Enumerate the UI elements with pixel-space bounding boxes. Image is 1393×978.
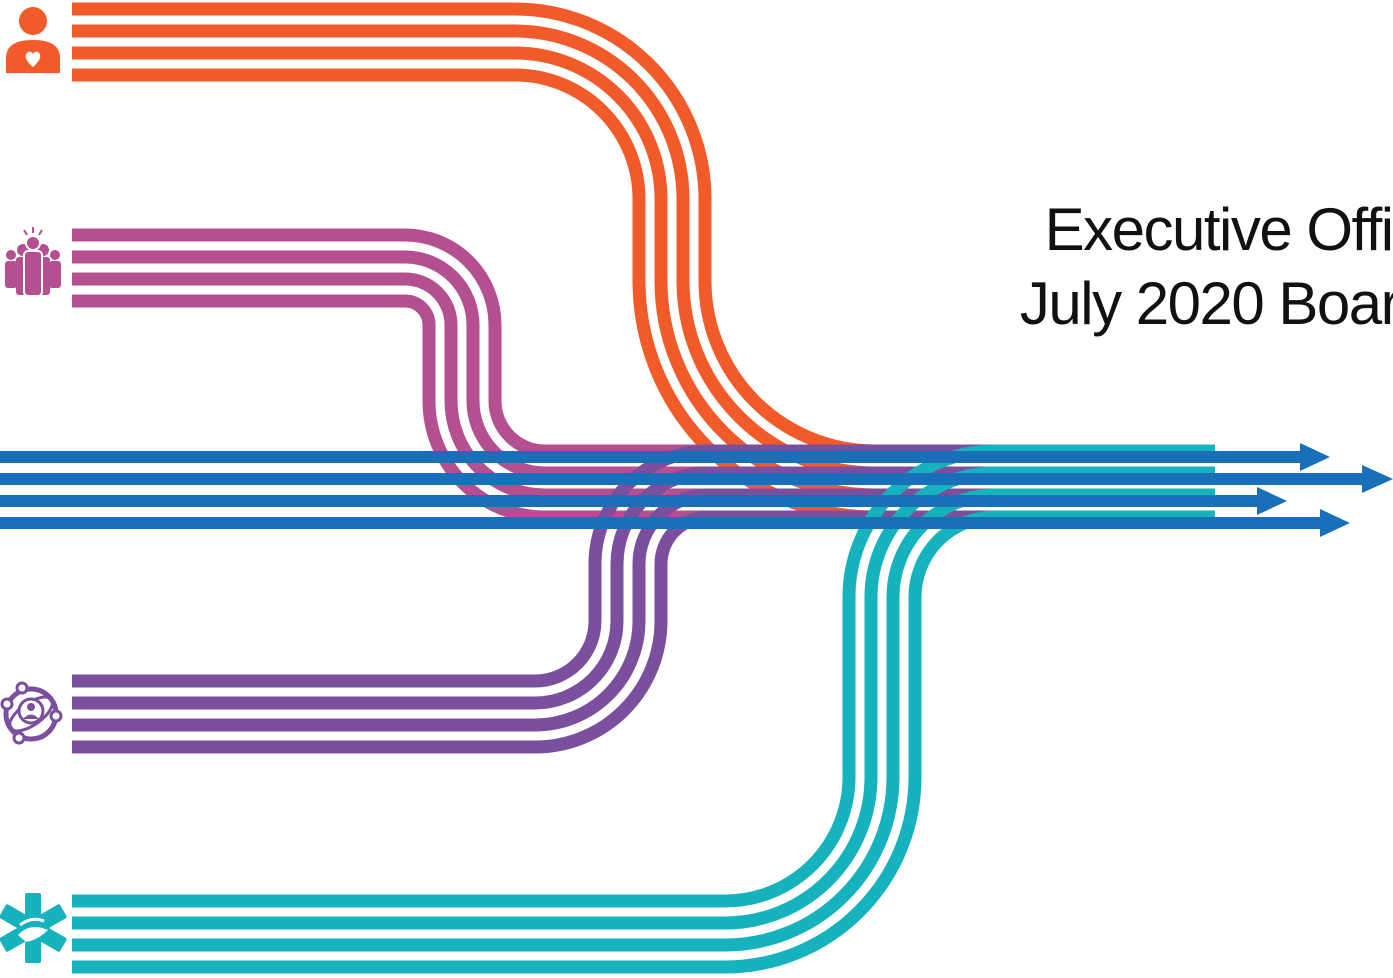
blue-arrowhead-3 (1257, 487, 1287, 515)
star-hands-icon (0, 893, 67, 963)
blue-arrow-shaft-2 (0, 473, 1368, 485)
magenta-stream (72, 228, 1215, 524)
teal-stream (72, 444, 1215, 974)
blue-arrows (0, 443, 1393, 537)
blue-arrow-shaft-4 (0, 517, 1325, 529)
blue-arrowhead-2 (1362, 465, 1393, 493)
blue-arrow-shaft-3 (0, 495, 1262, 507)
person-heart-icon (6, 7, 60, 73)
blue-arrowhead-1 (1300, 443, 1330, 471)
network-globe-person-icon (0, 681, 63, 745)
blue-arrowhead-4 (1320, 509, 1350, 537)
people-group-icon (5, 227, 61, 297)
blue-arrow-shaft-1 (0, 451, 1305, 463)
